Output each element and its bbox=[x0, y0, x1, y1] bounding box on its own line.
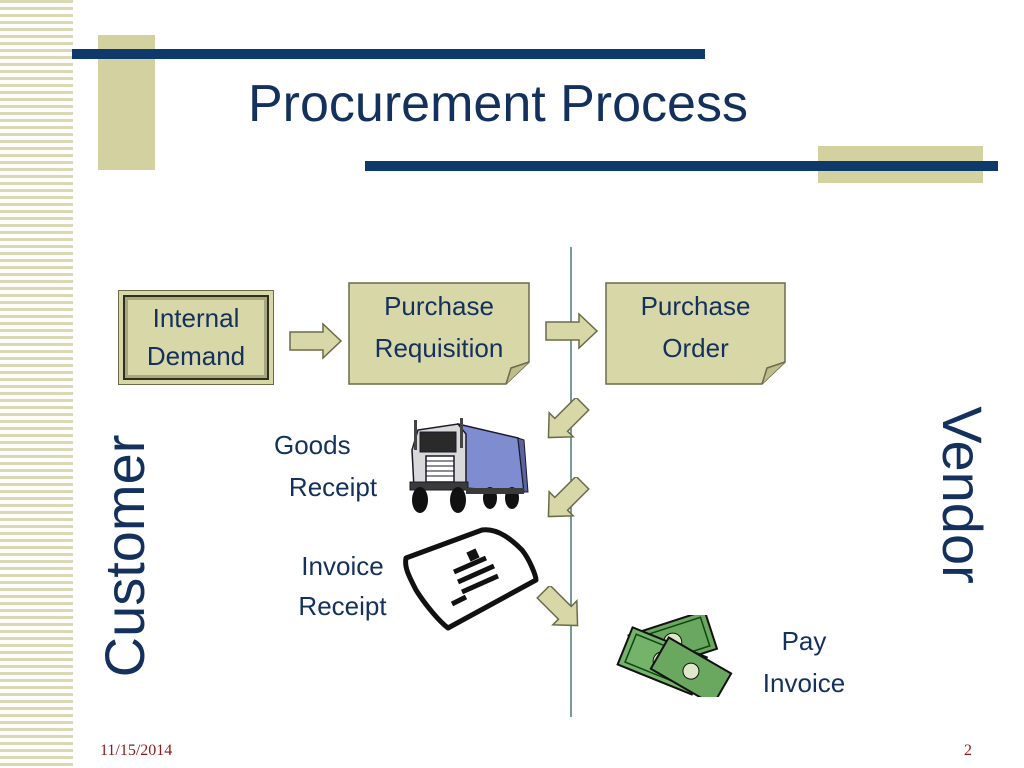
purchase-order-doc: Purchase Order bbox=[605, 282, 786, 385]
purchase-order-line1: Purchase bbox=[640, 291, 751, 321]
document-shape bbox=[605, 282, 786, 385]
internal-demand-line1: Internal bbox=[152, 302, 240, 333]
truck-icon bbox=[409, 418, 529, 513]
arrow-demand-to-requisition bbox=[289, 322, 343, 360]
title-decoration bbox=[72, 35, 998, 183]
accent-bar-top bbox=[72, 49, 705, 59]
money-icon bbox=[616, 615, 733, 697]
arrow-to-pay-invoice bbox=[536, 586, 579, 627]
vendor-lane-label: Vendor bbox=[931, 406, 994, 584]
arrow-to-goods-receipt bbox=[547, 398, 590, 439]
slide-date: 11/15/2014 bbox=[100, 742, 173, 759]
goods-receipt-line1: Goods bbox=[274, 430, 351, 460]
goods-receipt-line2: Receipt bbox=[288, 471, 378, 502]
invoice-document-icon bbox=[403, 527, 539, 631]
invoice-receipt-line1: Invoice bbox=[301, 551, 384, 581]
pay-invoice-line1: Pay bbox=[781, 626, 827, 656]
striped-sidebar bbox=[0, 0, 73, 768]
document-shape bbox=[348, 282, 530, 385]
slide-page-number: 2 bbox=[964, 742, 972, 759]
invoice-receipt-label: Invoice Receipt bbox=[280, 546, 405, 627]
arrow-requisition-to-order bbox=[545, 312, 599, 350]
purchase-order-line2: Order bbox=[662, 332, 729, 363]
invoice-receipt-line2: Receipt bbox=[298, 590, 387, 621]
purchase-requisition-doc: Purchase Requisition bbox=[348, 282, 530, 385]
pay-invoice-label: Pay Invoice bbox=[742, 621, 866, 704]
arrow-to-invoice-receipt bbox=[547, 477, 590, 518]
page-title: Procurement Process bbox=[248, 75, 748, 133]
accent-bar-bottom bbox=[365, 161, 998, 171]
goods-receipt-label: Goods Receipt bbox=[268, 425, 398, 508]
internal-demand-line2: Demand bbox=[146, 340, 246, 371]
pay-invoice-line2: Invoice bbox=[762, 667, 846, 698]
purchase-requisition-line1: Purchase bbox=[384, 291, 494, 321]
internal-demand-box: Internal Demand bbox=[118, 290, 274, 385]
customer-lane-label: Customer bbox=[93, 434, 156, 678]
purchase-requisition-line2: Requisition bbox=[374, 332, 504, 363]
